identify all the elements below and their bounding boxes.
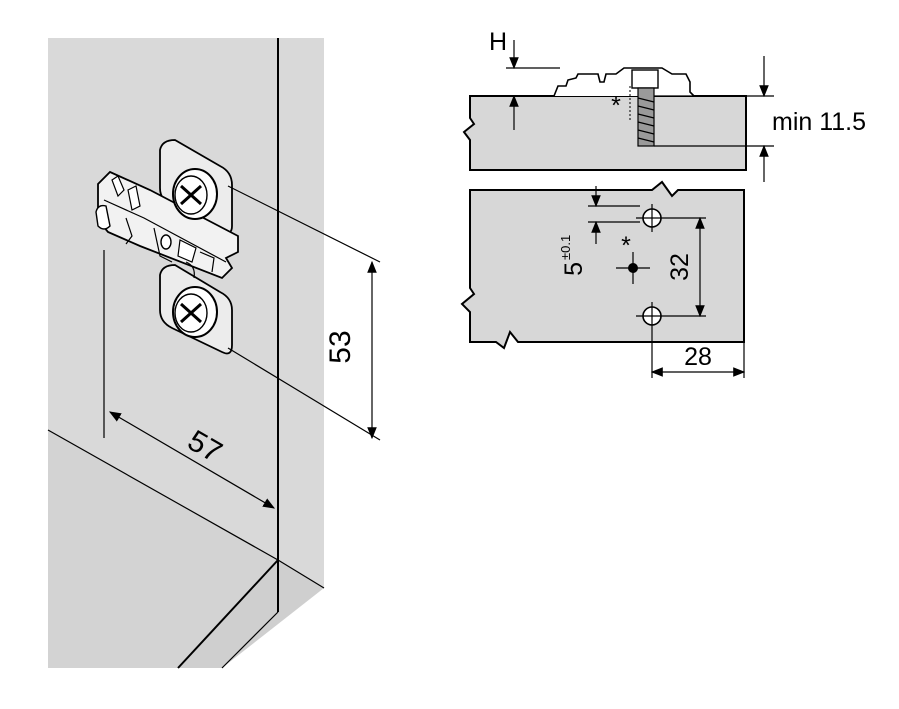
dim-32-label: 32 — [666, 253, 694, 281]
dim-53-extension-top — [227, 185, 381, 263]
cabinet-view: 57 53 — [47, 38, 381, 669]
cabinet-front-edge — [278, 38, 324, 612]
cabinet-front-edge-bottom — [178, 560, 324, 668]
section-panel — [462, 95, 747, 171]
dim-57-line — [108, 411, 276, 509]
drilling-panel — [460, 180, 745, 350]
cabinet-bottom-front-return — [277, 559, 325, 589]
dim-min-label: min 11.5 — [772, 108, 866, 136]
dim-53-label: 53 — [324, 330, 357, 363]
cabinet-front-lower-line — [221, 611, 279, 669]
drilling-view: * 5 ±0.1 32 28 — [460, 180, 746, 378]
section-screw-head — [631, 69, 659, 89]
section-view: * H min 11.5 — [462, 28, 866, 182]
plate-profile — [553, 67, 695, 97]
drilling-asterisk: * — [621, 232, 631, 260]
cabinet-bottom-panel — [48, 430, 278, 668]
section-screw-thread — [637, 97, 655, 143]
hinge-mounting-plate-icon — [95, 139, 239, 355]
dim-53-extension-bottom — [227, 347, 381, 441]
phillips-screw-icon — [172, 286, 218, 338]
dim-5-label: 5 — [560, 262, 588, 276]
phillips-screw-icon — [172, 168, 218, 220]
cabinet-bottom-front-edge — [177, 559, 279, 669]
dim-h-label: H — [489, 28, 507, 56]
dim-5-tolerance: ±0.1 — [558, 235, 573, 260]
dim-28-label: 28 — [684, 343, 712, 371]
section-asterisk: * — [611, 92, 621, 120]
